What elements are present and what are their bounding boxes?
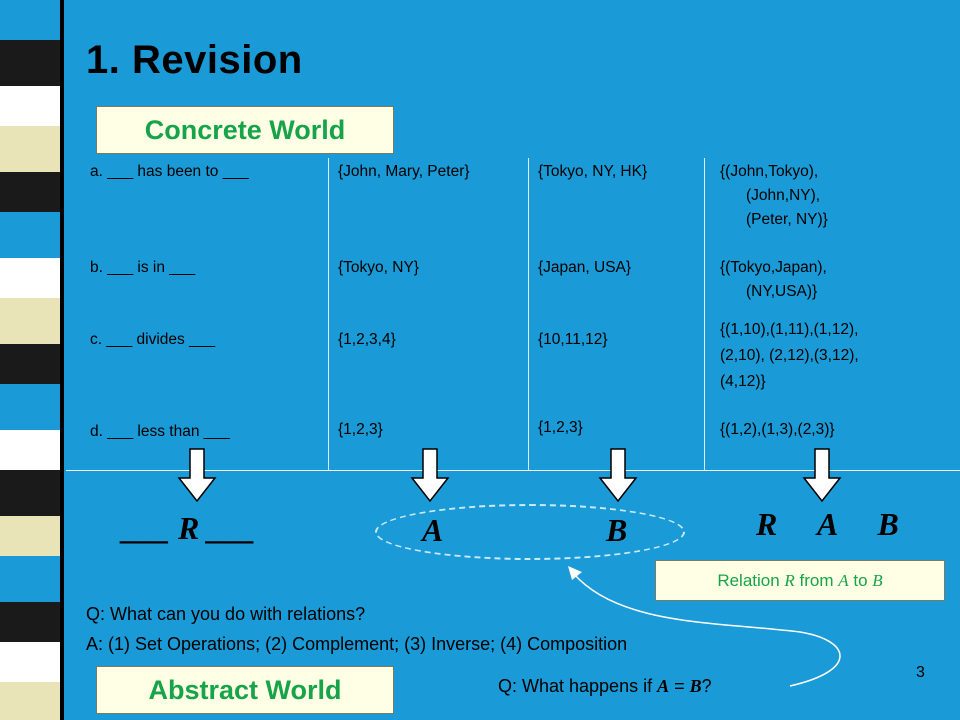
relation-box-r: R [784,571,795,590]
q2-text: Q: What happens if [498,676,658,696]
column-divider [328,158,329,470]
row-c-relation-line: (2,10), (2,12),(3,12), [720,347,859,364]
row-d-label: d. ___ less than ___ [90,423,230,440]
row-c-relation-line: (4,12)} [720,373,766,390]
down-arrow-icon [802,448,842,502]
column-divider [704,158,705,470]
row-a-relation-line: {(John,Tokyo), [720,163,819,180]
strip-block [0,516,64,556]
column-divider [528,158,529,470]
row-c-relation-line: {(1,10),(1,11),(1,12), [720,321,859,338]
strip-block [0,602,64,642]
row-a-relation-line: (John,NY), [746,187,821,204]
sets-ellipse [375,504,685,560]
row-b-relation-line: {(Tokyo,Japan), [720,259,827,276]
relation-form: ___ R ___ [122,510,256,546]
strip-block [0,642,64,682]
row-c-label: c. ___ divides ___ [90,331,215,348]
strip-block [0,86,64,126]
row-b-set-b: {Japan, USA} [538,259,632,276]
row-a-label: a. ___ has been to ___ [90,163,249,180]
strip-block [0,126,64,172]
relation-subset-product: R   A   B [756,506,899,542]
row-c-set-a: {1,2,3,4} [338,331,396,348]
answer-relations: A: (1) Set Operations; (2) Complement; (… [86,634,628,654]
set-a-symbol: A [422,512,444,548]
strip-block [0,682,64,720]
strip-block [0,384,64,430]
question-relations: Q: What can you do with relations? [86,604,366,624]
relation-box-text: to [848,571,873,590]
strip-block [0,0,64,40]
row-a-set-b: {Tokyo, NY, HK} [538,163,648,180]
down-arrow-icon [410,448,450,502]
q2-b: B [689,676,702,696]
slide-title: 1. Revision [86,38,303,82]
page-number: 3 [916,664,925,681]
question-a-equals-b: Q: What happens if A = B? [498,676,712,697]
relation-box-text: from [794,571,839,590]
concrete-world-label: Concrete World [96,106,394,154]
strip-edge [60,0,64,720]
strip-block [0,258,64,298]
row-d-set-a: {1,2,3} [338,421,383,438]
row-a-set-a: {John, Mary, Peter} [338,163,470,180]
strip-block [0,298,64,344]
relation-box-b: B [872,571,883,590]
row-a-relation-line: (Peter, NY)} [746,211,828,228]
down-arrow-icon [598,448,638,502]
abstract-world-label: Abstract World [96,666,394,714]
decorative-strip [0,0,64,720]
row-b-relation-line: (NY,USA)} [746,283,818,300]
row-b-label: b. ___ is in ___ [90,259,196,276]
strip-block [0,344,64,384]
curved-arrow-icon [568,566,841,687]
strip-block [0,470,64,516]
set-b-symbol: B [606,512,628,548]
row-d-set-b: {1,2,3} [538,419,583,436]
strip-block [0,556,64,602]
row-b-set-a: {Tokyo, NY} [338,259,419,276]
down-arrow-icon [177,448,217,502]
q2-text: ? [701,676,712,696]
row-d-relation: {(1,2),(1,3),(2,3)} [720,421,835,438]
strip-block [0,430,64,470]
relation-definition-box: Relation R from A to B [655,560,945,601]
table-bottom-line [66,470,960,471]
strip-block [0,212,64,258]
q2-text: = [669,676,690,696]
row-c-set-b: {10,11,12} [538,331,608,348]
q2-a: A [657,676,670,696]
strip-block [0,172,64,212]
relation-box-a: A [838,571,849,590]
relation-box-text: Relation [717,571,785,590]
strip-block [0,40,64,86]
